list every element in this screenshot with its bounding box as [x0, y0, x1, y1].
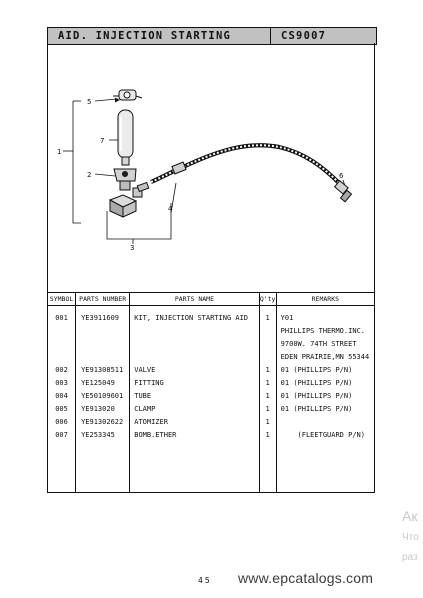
- part-name-cell: ATOMIZER: [134, 418, 168, 426]
- header-parts-name: PARTS NAME: [129, 292, 260, 306]
- page-number: 45: [198, 576, 212, 585]
- ghost-text: Ак: [402, 508, 418, 524]
- remarks-cell: 01 (PHILLIPS P/N): [280, 392, 353, 400]
- section-title: AID. INJECTION STARTING: [58, 30, 231, 42]
- part-number-cell: YE91302622: [81, 418, 124, 426]
- remarks-cell: 01 (PHILLIPS P/N): [280, 405, 353, 413]
- callout-5: 5: [87, 98, 91, 106]
- qty-cell: 1: [265, 431, 270, 439]
- callout-7: 7: [100, 137, 104, 145]
- bracket-1-line: [72, 101, 81, 224]
- qty-cell: 1: [265, 405, 270, 413]
- qty-cell: 1: [265, 379, 270, 387]
- remarks-column: Y01 PHILLIPS THERMO.INC. 9700W. 74TH STR…: [277, 306, 374, 442]
- part-number-cell: YE3911609: [81, 314, 120, 322]
- parts-number-column: YE3911609 YE91308511 YE125049 YE50109601…: [76, 306, 129, 442]
- exploded-parts-diagram: 1 2 3 4 5 6 7: [57, 89, 353, 252]
- part-name-cell: KIT, INJECTION STARTING AID: [134, 314, 249, 322]
- callout-1: 1: [57, 148, 61, 156]
- symbol-cell: 004: [55, 392, 68, 400]
- part-number-cell: YE913020: [81, 405, 115, 413]
- symbol-cell: 002: [55, 366, 68, 374]
- nozzle-part: [333, 180, 353, 203]
- symbol-column: 001 002 003 004 005 006 007: [48, 306, 75, 442]
- remarks-cell: [281, 416, 374, 429]
- remarks-cell: PHILLIPS THERMO.INC.: [280, 327, 365, 335]
- callout-6: 6: [339, 172, 344, 180]
- callout-4: 4: [168, 205, 173, 213]
- section-header: AID. INJECTION STARTING CS9007: [47, 27, 377, 45]
- header-symbol: SYMBOL: [46, 292, 77, 306]
- part-name-cell: VALVE: [134, 366, 156, 374]
- remarks-cell: Y01: [280, 314, 294, 322]
- ether-bomb-part: [117, 109, 134, 166]
- remarks-cell: (FLEETGUARD P/N): [280, 431, 365, 439]
- part-name-cell: CLAMP: [134, 405, 156, 413]
- parts-name-column: KIT, INJECTION STARTING AID VALVE FITTIN…: [130, 306, 258, 442]
- part-number-cell: YE125049: [81, 379, 115, 387]
- part-name-cell: BOMB.ETHER: [134, 431, 177, 439]
- header-qty: Q'ty: [258, 292, 277, 306]
- symbol-cell: 006: [55, 418, 68, 426]
- valve-part: [113, 168, 137, 191]
- ghost-text: раз: [402, 552, 418, 563]
- symbol-cell: 007: [55, 431, 68, 439]
- part-name-cell: TUBE: [134, 392, 152, 400]
- part-number-cell: YE91308511: [81, 366, 124, 374]
- parts-table-body: 001 002 003 004 005 006 007 YE3911609 YE…: [46, 305, 376, 492]
- symbol-cell: 005: [55, 405, 68, 413]
- ghost-text: Что: [402, 532, 419, 543]
- header-parts-number: PARTS NUMBER: [75, 292, 131, 306]
- section-code: CS9007: [281, 30, 327, 42]
- qty-cell: 1: [265, 314, 270, 322]
- tube-part: [150, 143, 341, 185]
- remarks-cell: EDEN PRAIRIE,MN 55344: [280, 353, 370, 361]
- remarks-cell: 01 (PHILLIPS P/N): [280, 366, 353, 374]
- qty-cell: 1: [265, 392, 270, 400]
- fitting-part: [108, 187, 143, 218]
- qty-column: 1 1 1 1 1 1 1: [260, 306, 276, 442]
- part-name-cell: FITTING: [134, 379, 164, 387]
- qty-cell: 1: [265, 418, 270, 426]
- callout-2: 2: [87, 171, 91, 179]
- clamp-part: [113, 89, 143, 101]
- part-number-cell: YE50109601: [81, 392, 124, 400]
- atomizer-part: [136, 181, 150, 193]
- remarks-cell: 01 (PHILLIPS P/N): [280, 379, 353, 387]
- watermark-link[interactable]: www.epcatalogs.com: [238, 570, 374, 586]
- remarks-cell: 9700W. 74TH STREET: [280, 340, 357, 348]
- symbol-cell: 003: [55, 379, 68, 387]
- part-number-cell: YE253345: [81, 431, 115, 439]
- parts-table: SYMBOL PARTS NUMBER PARTS NAME Q'ty REMA…: [46, 292, 376, 492]
- diagram-frame: [47, 43, 375, 493]
- qty-cell: 1: [265, 366, 270, 374]
- parts-table-header: SYMBOL PARTS NUMBER PARTS NAME Q'ty REMA…: [46, 292, 376, 306]
- header-divider: [270, 28, 271, 44]
- header-remarks: REMARKS: [275, 292, 376, 306]
- symbol-cell: 001: [55, 314, 68, 322]
- callout-3: 3: [130, 244, 134, 252]
